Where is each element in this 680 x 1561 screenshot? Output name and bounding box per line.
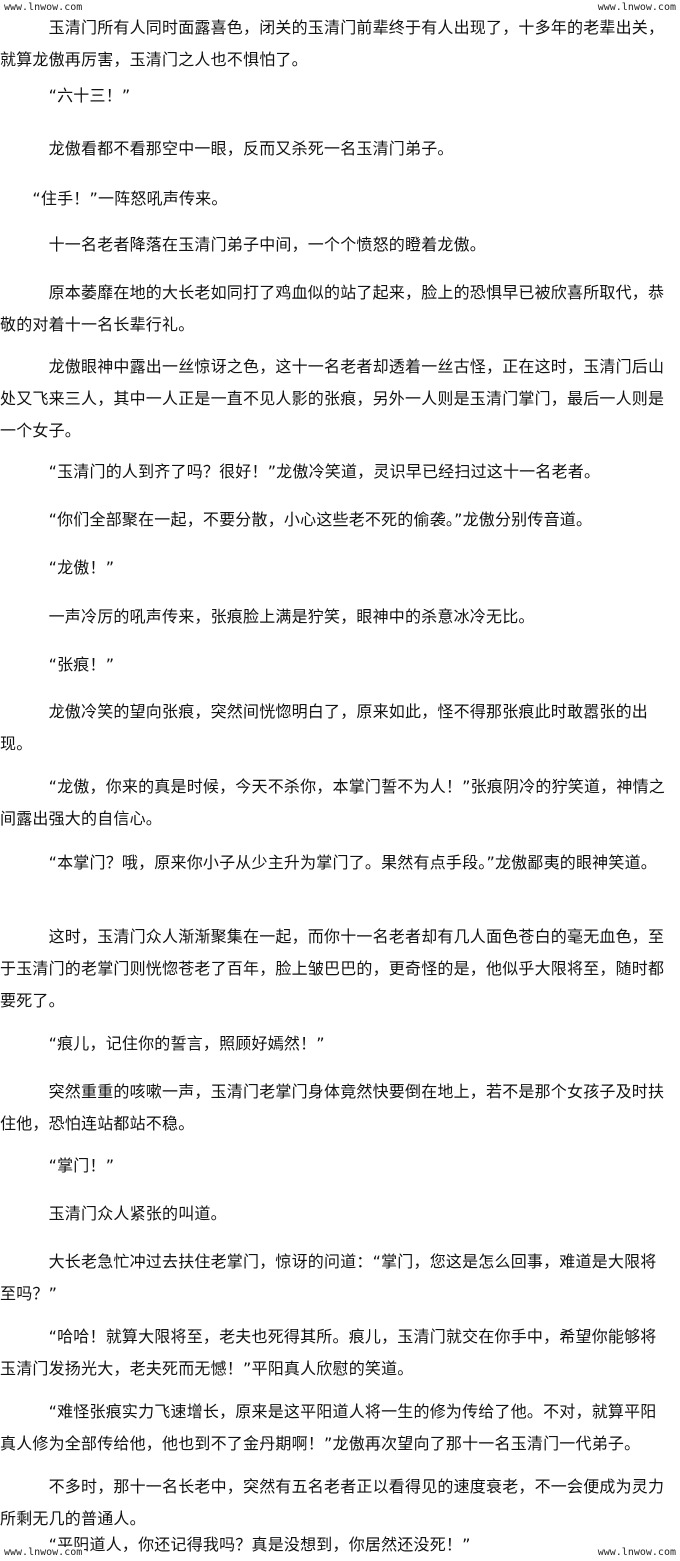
paragraph: “六十三！” — [0, 86, 131, 105]
paragraph: “龙傲！” — [0, 558, 115, 577]
paragraph: 一声冷厉的吼声传来，张痕脸上满是狞笑，眼神中的杀意冰冷无比。 — [0, 607, 535, 626]
paragraph: “张痕！” — [0, 655, 115, 674]
paragraph: “你们全部聚在一起，不要分散，小心这些老不死的偷袭。”龙傲分别传音道。 — [0, 510, 593, 529]
paragraph: “本掌门？哦，原来你小子从少主升为掌门了。果然有点手段。”龙傲鄙夷的眼神笑道。 — [0, 853, 657, 872]
paragraph: 龙傲冷笑的望向张痕，突然间恍惚明白了，原来如此，怪不得那张痕此时敢嚣张的出现。 — [0, 702, 649, 753]
watermark-bottom-left: www.lnwow.com — [2, 1547, 85, 1559]
watermark-bottom-right: www.lnwow.com — [595, 1547, 678, 1559]
paragraph: 龙傲眼神中露出一丝惊讶之色，这十一名老者却透着一丝古怪，正在这时，玉清门后山处又… — [0, 357, 665, 440]
paragraph: 大长老急忙冲过去扶住老掌门，惊讶的问道：“掌门，您这是怎么回事，难道是大限将至吗… — [0, 1252, 657, 1303]
paragraph: 龙傲看都不看那空中一眼，反而又杀死一名玉清门弟子。 — [0, 139, 454, 158]
paragraph: 十一名老者降落在玉清门弟子中间，一个个愤怒的瞪着龙傲。 — [0, 235, 487, 254]
paragraph: 玉清门所有人同时面露喜色，闭关的玉清门前辈终于有人出现了，十多年的老辈出关，就算… — [0, 18, 665, 69]
paragraph: 突然重重的咳嗽一声，玉清门老掌门身体竟然快要倒在地上，若不是那个女孩子及时扶住他… — [0, 1082, 665, 1133]
paragraph: 原本萎靡在地的大长老如同打了鸡血似的站了起来，脸上的恐惧早已被欣喜所取代，恭敬的… — [0, 283, 665, 334]
paragraph: “难怪张痕实力飞速增长，原来是这平阳道人将一生的修为传给了他。不对，就算平阳真人… — [0, 1402, 657, 1453]
paragraph: “住手！”一阵怒吼声传来。 — [0, 189, 228, 208]
paragraph: “玉清门的人到齐了吗？很好！”龙傲冷笑道，灵识早已经扫过这十一名老者。 — [0, 462, 601, 481]
watermark-top-left: www.lnwow.com — [2, 2, 85, 14]
paragraph: “掌门！” — [0, 1156, 115, 1175]
paragraph: “龙傲，你来的真是时候，今天不杀你，本掌门誓不为人！”张痕阴冷的狞笑道，神情之间… — [0, 777, 665, 828]
paragraph: “痕儿，记住你的誓言，照顾好嫣然！” — [0, 1034, 325, 1053]
watermark-top-right: www.lnwow.com — [595, 2, 678, 14]
paragraph: 不多时，那十一名长老中，突然有五名老者正以看得见的速度衰老，不一会便成为灵力所剩… — [0, 1477, 665, 1528]
paragraph: 玉清门众人紧张的叫道。 — [0, 1204, 227, 1223]
paragraph: “平阳道人，你还记得我吗？真是没想到，你居然还没死！” — [0, 1535, 471, 1554]
paragraph: 这时，玉清门众人渐渐聚集在一起，而你十一名老者却有几人面色苍白的毫无血色，至于玉… — [0, 927, 665, 1010]
paragraph: “哈哈！就算大限将至，老夫也死得其所。痕儿，玉清门就交在你手中，希望你能够将玉清… — [0, 1327, 657, 1378]
